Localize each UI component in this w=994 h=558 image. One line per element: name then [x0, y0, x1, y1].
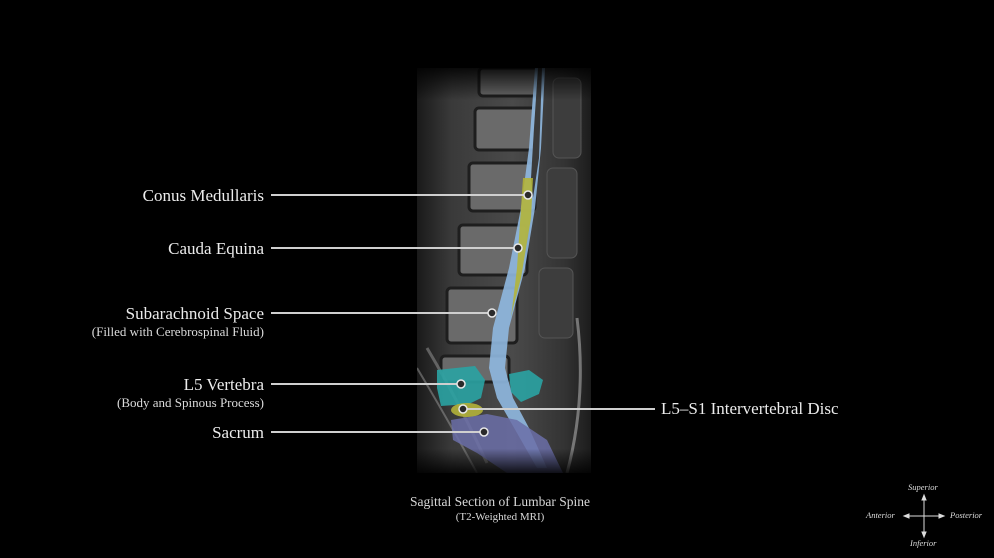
label-main: Conus Medullaris: [142, 186, 264, 205]
compass-anterior: Anterior: [866, 510, 895, 520]
compass-posterior: Posterior: [950, 510, 983, 520]
label-main: Subarachnoid Space: [125, 304, 264, 323]
figure-caption: Sagittal Section of Lumbar Spine (T2-Wei…: [380, 493, 620, 524]
compass-superior: Superior: [908, 482, 938, 492]
orientation-compass: Superior Anterior Posterior Inferior: [862, 480, 988, 554]
label-subarachnoid-space: Subarachnoid Space (Filled with Cerebros…: [92, 304, 264, 340]
caption-subtitle: (T2-Weighted MRI): [455, 511, 545, 523]
label-conus-medullaris: Conus Medullaris: [143, 186, 264, 206]
label-main: Cauda Equina: [168, 239, 264, 258]
label-l5-vertebra: L5 Vertebra (Body and Spinous Process): [117, 375, 264, 411]
compass-arrows-icon: [902, 493, 946, 539]
caption-title: Sagittal Section of Lumbar Spine: [410, 494, 590, 509]
mri-image: [417, 68, 591, 473]
mri-illustration: [417, 68, 591, 473]
label-sub: (Body and Spinous Process): [117, 395, 264, 410]
label-l5-s1-disc: L5–S1 Intervertebral Disc: [661, 399, 839, 418]
label-cauda-equina: Cauda Equina: [168, 239, 264, 259]
label-main: Sacrum: [212, 423, 264, 442]
label-main: L5 Vertebra: [183, 375, 264, 394]
compass-inferior: Inferior: [910, 538, 937, 548]
label-sub: (Filled with Cerebrospinal Fluid): [91, 324, 264, 339]
label-sacrum: Sacrum: [212, 423, 264, 443]
